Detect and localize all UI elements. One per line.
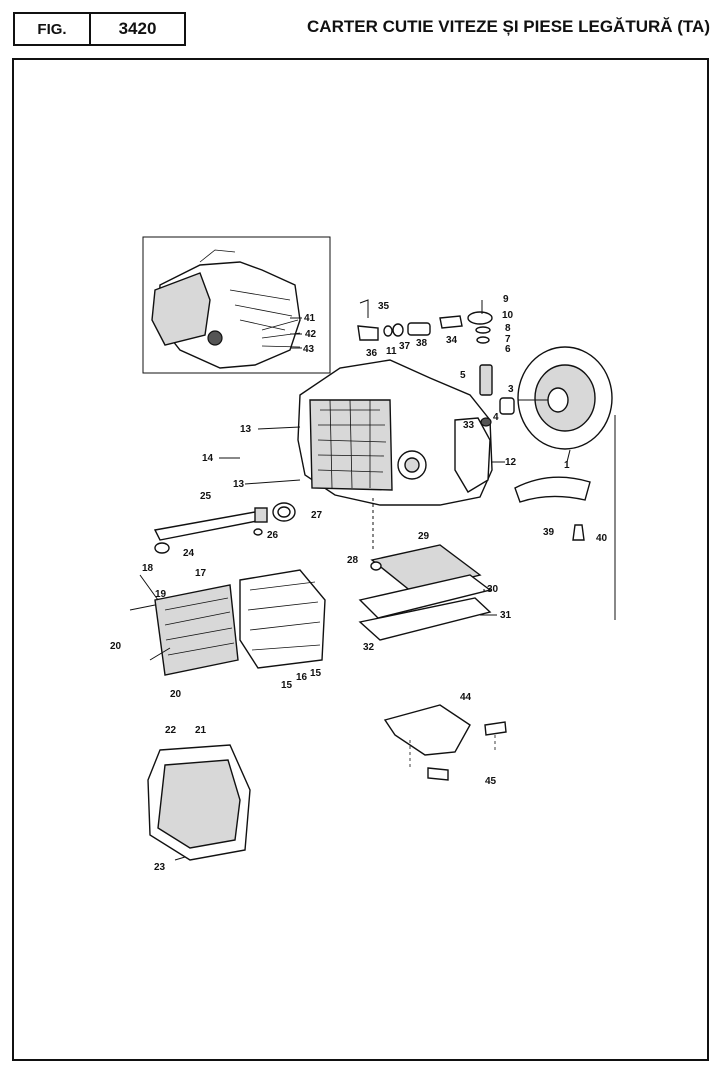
callout-4: 4 [493,412,499,423]
callout-28: 28 [347,555,359,566]
callout-14: 14 [202,453,214,464]
callout-20-bottom: 20 [170,689,182,700]
callout-43: 43 [303,344,315,355]
callout-38: 38 [416,338,428,349]
callout-31: 31 [500,610,512,621]
torque-converter [517,346,613,450]
callout-37: 37 [399,341,411,352]
callout-23: 23 [154,862,166,873]
mount-bracket [383,704,507,781]
callout-19: 19 [155,589,167,600]
callout-39: 39 [543,527,555,538]
callout-18: 18 [142,563,154,574]
callout-8: 8 [505,323,511,334]
callout-32: 32 [363,642,375,653]
callout-6: 6 [505,344,511,355]
callout-35: 35 [378,301,390,312]
callout-15-left: 15 [281,680,293,691]
callout-24: 24 [183,548,195,559]
callout-29: 29 [418,531,430,542]
callout-41: 41 [304,313,316,324]
callout-12: 12 [505,457,517,468]
bracket-39 [514,476,591,541]
callout-7: 7 [505,334,511,345]
callout-27: 27 [311,510,323,521]
callout-labels: 1 3 4 5 6 7 8 9 10 11 12 13 13 14 15 16 … [110,294,608,873]
callout-9: 9 [503,294,509,305]
callout-20-left: 20 [110,641,122,652]
assembly-inset [142,236,331,374]
oil-pan [147,744,251,861]
callout-34: 34 [446,335,458,346]
callout-1: 1 [564,460,570,471]
callout-44: 44 [460,692,472,703]
callout-21: 21 [195,725,207,736]
callout-42: 42 [305,329,317,340]
callout-15-right: 15 [310,668,322,679]
callout-30: 30 [487,584,499,595]
callout-40: 40 [596,533,608,544]
callout-13-lower: 13 [233,479,245,490]
callout-16: 16 [296,672,308,683]
callout-36: 36 [366,348,378,359]
callout-45: 45 [485,776,497,787]
input-shaft [153,502,296,554]
leader-lines [219,317,616,620]
callout-3: 3 [508,384,514,395]
callout-22: 22 [165,725,177,736]
valve-body [129,569,326,676]
callout-13-upper: 13 [240,424,252,435]
fig-number: 3420 [89,12,186,46]
oil-filter-gaskets [358,544,492,641]
callout-17: 17 [195,568,207,579]
callout-33: 33 [463,420,475,431]
page-title: CARTER CUTIE VITEZE ȘI PIESE LEGĂTURĂ (T… [307,17,710,36]
transmission-housing [297,359,493,506]
callout-26: 26 [267,530,279,541]
callout-11: 11 [386,346,397,357]
callout-10: 10 [502,310,514,321]
upper-small-parts [357,299,515,427]
callout-25: 25 [200,491,212,502]
callout-5: 5 [460,370,466,381]
diagram-frame [12,58,709,1061]
